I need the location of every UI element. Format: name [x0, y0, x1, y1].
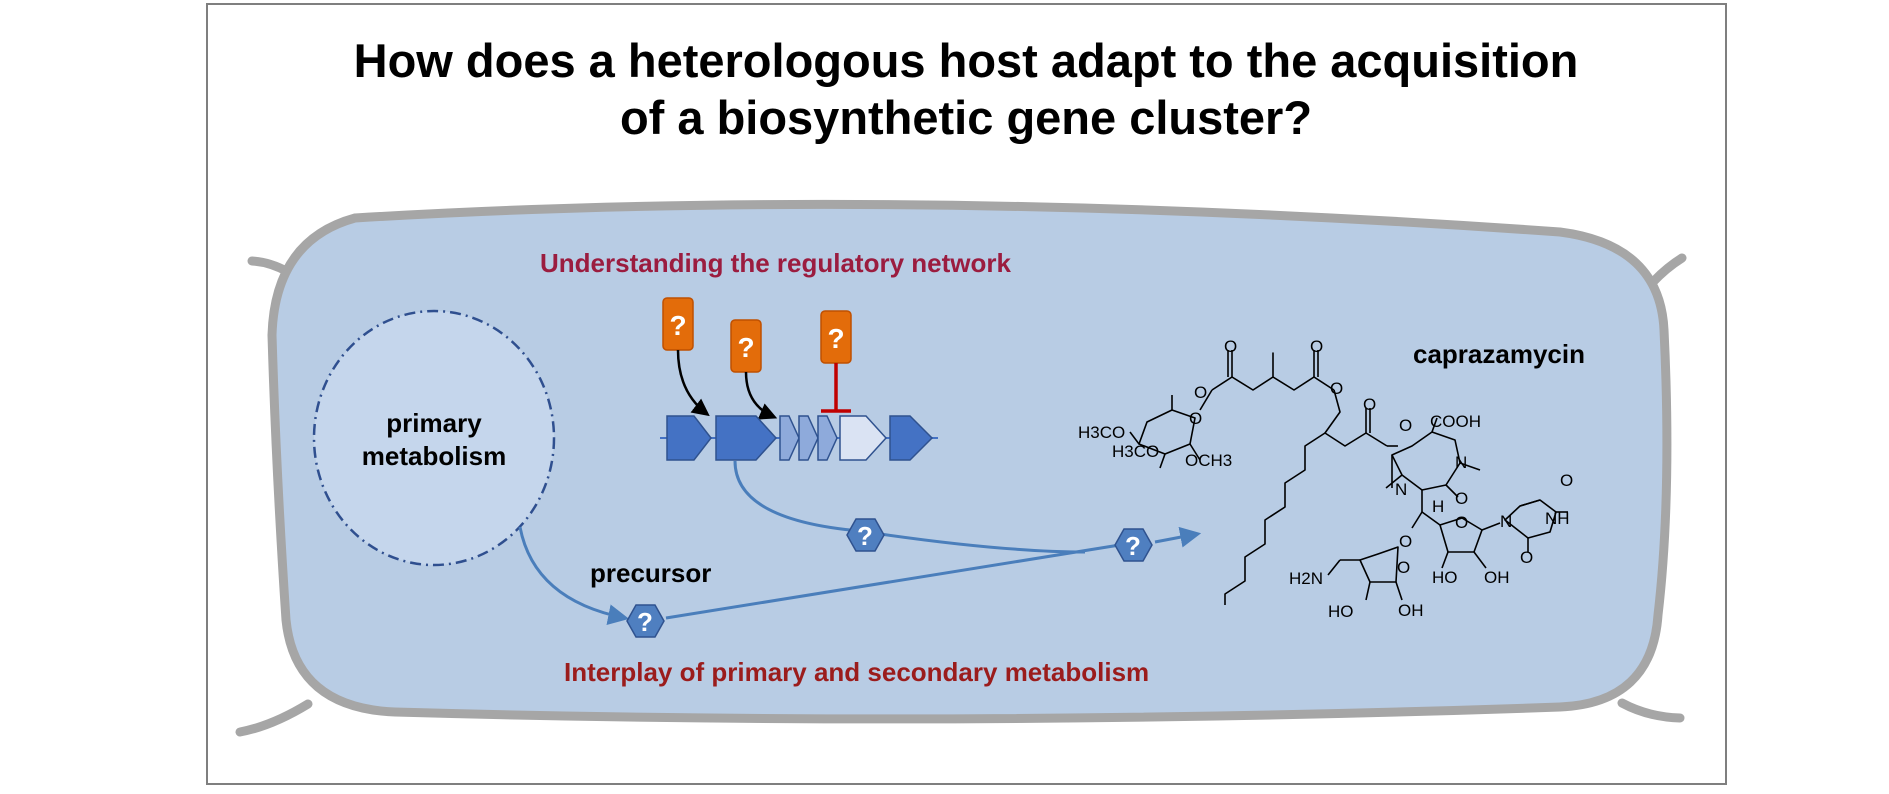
atom-o-3: O: [1194, 383, 1207, 402]
primary-metabolism-label-2: metabolism: [362, 441, 507, 471]
atom-h3co-2: H3CO: [1112, 442, 1159, 461]
atom-n-2: N: [1395, 480, 1407, 499]
gene-3: [779, 415, 800, 461]
structure-atom-labels: O O O O O O O COOH N N O H O O O N O NH …: [1078, 337, 1573, 621]
caprazamycin-structure: O O O O O O O COOH N N O H O O O N O NH …: [1078, 337, 1573, 621]
activation-arrow-2: [744, 371, 778, 420]
atom-oh-2: OH: [1398, 601, 1424, 620]
regulator-1-question-mark: ?: [669, 310, 686, 341]
atom-o-10: O: [1455, 513, 1468, 532]
atom-o-1: O: [1224, 337, 1237, 356]
title-line-1: How does a heterologous host adapt to th…: [354, 34, 1579, 87]
atom-h3co-1: H3CO: [1078, 423, 1125, 442]
structure-bonds: [1129, 350, 1568, 605]
regulatory-network-label: Understanding the regulatory network: [540, 248, 1011, 278]
gene-2: [715, 415, 778, 461]
caprazamycin-label: caprazamycin: [1413, 339, 1585, 369]
unknown-enzyme-1-question-mark: ?: [857, 521, 873, 551]
primary-metabolism-label-1: primary: [386, 408, 482, 438]
gene-cluster: [660, 415, 938, 461]
activation-arrow-1: [676, 349, 710, 417]
atom-oh-1: OH: [1484, 568, 1510, 587]
atom-ho-1: HO: [1432, 568, 1458, 587]
atom-o-7: O: [1399, 416, 1412, 435]
flux-to-caprazamycin: [1154, 526, 1202, 548]
atom-o-2: O: [1310, 337, 1323, 356]
atom-o-11: O: [1397, 558, 1410, 577]
atom-o-5: O: [1330, 379, 1343, 398]
gene-6: [839, 415, 888, 461]
atom-h2n: H2N: [1289, 569, 1323, 588]
regulator-3: ?: [820, 310, 852, 364]
gene-5: [817, 415, 838, 461]
flux-precursor-to-product: [665, 541, 1133, 620]
unknown-enzyme-3: ?: [626, 604, 665, 638]
primary-metabolism-circle: [312, 309, 556, 567]
unknown-enzyme-1: ?: [846, 518, 885, 552]
regulator-2-question-mark: ?: [737, 332, 754, 363]
atom-o-12: O: [1560, 471, 1573, 490]
unknown-enzyme-3-question-mark: ?: [637, 607, 653, 637]
gene-4: [798, 415, 819, 461]
interplay-label: Interplay of primary and secondary metab…: [564, 657, 1149, 687]
atom-cooh: COOH: [1430, 412, 1481, 431]
atom-och3: OCH3: [1185, 451, 1232, 470]
atom-o-8: O: [1455, 489, 1468, 508]
regulator-1: ?: [662, 297, 694, 351]
atom-o-4: O: [1189, 409, 1202, 428]
gene-1: [666, 415, 712, 461]
cell-body: [267, 199, 1672, 724]
precursor-label: precursor: [590, 558, 711, 588]
atom-o-6: O: [1363, 395, 1376, 414]
unknown-enzyme-2: ?: [1114, 528, 1153, 562]
flux-primary-to-precursor: [518, 526, 630, 626]
unknown-enzyme-2-question-mark: ?: [1125, 531, 1141, 561]
regulator-3-question-mark: ?: [827, 323, 844, 354]
regulator-2: ?: [730, 319, 762, 373]
atom-n-1: N: [1455, 453, 1467, 472]
atom-o-9: O: [1399, 532, 1412, 551]
atom-nh: NH: [1545, 509, 1570, 528]
atom-h: H: [1432, 497, 1444, 516]
gene-7: [889, 415, 934, 461]
repression-bar: [821, 363, 851, 413]
atom-n-3: N: [1500, 512, 1512, 531]
atom-o-13: O: [1520, 548, 1533, 567]
title-line-2: of a biosynthetic gene cluster?: [620, 91, 1312, 144]
atom-ho-2: HO: [1328, 602, 1354, 621]
